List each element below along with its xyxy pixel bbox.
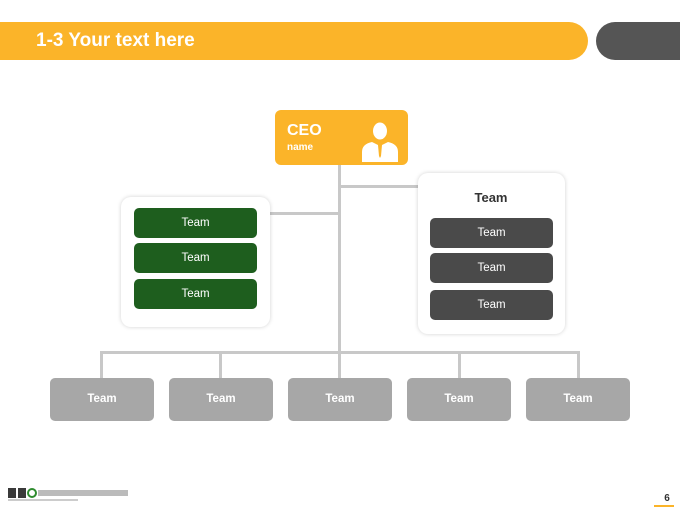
bottom-team-3[interactable]: Team	[288, 378, 392, 421]
businessman-icon	[362, 122, 398, 162]
left-team-3[interactable]: Team	[134, 279, 257, 309]
right-panel-heading: Team	[474, 190, 508, 205]
connector-drop-5	[577, 351, 580, 379]
page-title: 1-3 Your text here	[36, 30, 195, 51]
ceo-name: name	[287, 142, 314, 153]
connector-drop-2	[219, 351, 222, 379]
bottom-team-5[interactable]: Team	[526, 378, 630, 421]
connector-vertical-main	[338, 165, 341, 353]
bottom-team-1[interactable]: Team	[50, 378, 154, 421]
bottom-team-4[interactable]: Team	[407, 378, 511, 421]
header-tab	[596, 22, 680, 60]
connector-drop-3	[338, 351, 341, 379]
page-number-underline	[654, 505, 674, 507]
left-team-2[interactable]: Team	[134, 243, 257, 273]
title-bar: 1-3 Your text here	[0, 22, 588, 60]
connector-left	[270, 212, 340, 215]
right-team-1[interactable]: Team	[430, 218, 553, 248]
right-team-2[interactable]: Team	[430, 253, 553, 283]
logo-icon	[8, 488, 128, 501]
page-number: 6	[664, 493, 670, 504]
connector-right	[338, 185, 420, 188]
left-team-1[interactable]: Team	[134, 208, 257, 238]
bottom-team-2[interactable]: Team	[169, 378, 273, 421]
right-team-3[interactable]: Team	[430, 290, 553, 320]
ceo-title: CEO	[287, 122, 322, 139]
connector-drop-1	[100, 351, 103, 379]
ceo-box: CEO name	[275, 110, 408, 165]
connector-drop-4	[458, 351, 461, 379]
